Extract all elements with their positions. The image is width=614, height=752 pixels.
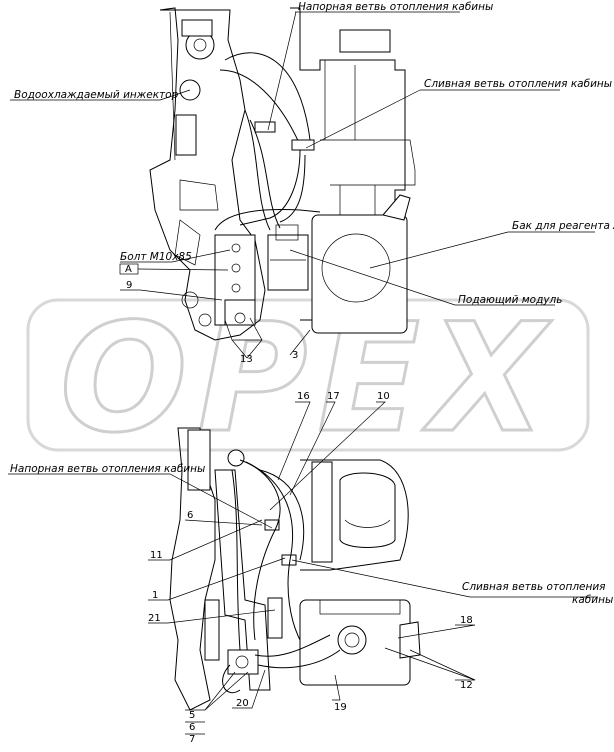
bracket-foot [224, 299, 256, 326]
callout-upper-9: 9 [126, 280, 132, 291]
hose-upper-2 [219, 69, 301, 146]
hose-upper-4 [249, 119, 281, 229]
module-pump [337, 625, 367, 655]
panel-strip [311, 461, 333, 563]
callout-lower-16: 16 [297, 391, 310, 402]
watermark: OPEX [26, 291, 590, 468]
label-return-branch-upper: Сливная ветвь отопления кабины [424, 78, 612, 90]
adblue-tank [311, 214, 408, 334]
callout-lower-11: 11 [150, 550, 163, 561]
label-return-branch-lower-1: Сливная ветвь отопления [462, 581, 606, 593]
callout-lower-18: 18 [460, 615, 473, 626]
hose-lower-2 [245, 461, 301, 641]
hose-lower-4 [259, 469, 305, 561]
hose-upper-7 [214, 209, 321, 231]
hose-clamp-2 [291, 139, 315, 151]
label-section-ref: A [125, 264, 132, 275]
label-return-branch-lower-2: кабины [572, 594, 613, 606]
upper-view: Напорная ветвь отопления кабины Сливная … [10, 1, 614, 365]
hose-clamp-3 [264, 519, 280, 531]
cab-panel-lower [300, 459, 409, 571]
hose-upper-6 [279, 154, 306, 223]
hose-lower-7 [222, 664, 241, 693]
hose-lower-3 [231, 469, 241, 651]
hose-lower-1 [239, 459, 281, 641]
watermark-text: OPEX [60, 292, 556, 466]
callout-upper-3: 3 [292, 350, 298, 361]
tank-filler-ring [321, 233, 391, 303]
label-bolt: Болт М10х85 [120, 251, 192, 263]
callout-lower-12: 12 [460, 680, 473, 691]
label-adblue-tank: Бак для реагента AdBlue [512, 220, 614, 232]
engine-side-block [187, 429, 211, 491]
callout-lower-21: 21 [148, 613, 161, 624]
hose-lower-5 [254, 634, 331, 657]
coupling-block [227, 649, 259, 675]
callout-lower-6: 6 [189, 722, 195, 733]
callout-upper-13: 13 [240, 354, 253, 365]
callout-lower-6-upper: 6 [187, 510, 193, 521]
label-supply-module: Подающий модуль [458, 294, 562, 306]
module-cap [399, 621, 421, 659]
callout-lower-1: 1 [152, 590, 158, 601]
hose-lower-6 [257, 649, 341, 669]
callout-lower-5: 5 [189, 710, 195, 721]
callout-lower-7: 7 [189, 734, 195, 745]
cab-top-part [339, 29, 391, 53]
engine-outline [149, 7, 266, 341]
label-supply-branch-lower: Напорная ветвь отопления кабины [10, 463, 205, 475]
engine-block-detail [175, 114, 197, 156]
hose-clamp-1 [254, 121, 276, 133]
tank-lower-body [339, 472, 396, 548]
supply-module [267, 234, 309, 291]
label-supply-branch-upper: Напорная ветвь отопления кабины [298, 1, 493, 13]
lower-view: Напорная ветвь отопления кабины Сливная … [8, 391, 613, 745]
label-injector: Водоохлаждаемый инжектор [14, 89, 179, 101]
valve-body [267, 597, 283, 639]
engine-lower-block [204, 599, 220, 661]
callout-lower-17: 17 [327, 391, 340, 402]
callout-lower-10: 10 [377, 391, 390, 402]
hose-upper-1 [224, 52, 311, 141]
pump-top [181, 19, 213, 37]
tank-neck [382, 194, 411, 221]
callout-lower-19: 19 [334, 702, 347, 713]
hose-upper-5 [239, 149, 301, 226]
fitting-top [227, 449, 245, 467]
frame-rail [214, 469, 271, 691]
callout-lower-20: 20 [236, 698, 249, 709]
